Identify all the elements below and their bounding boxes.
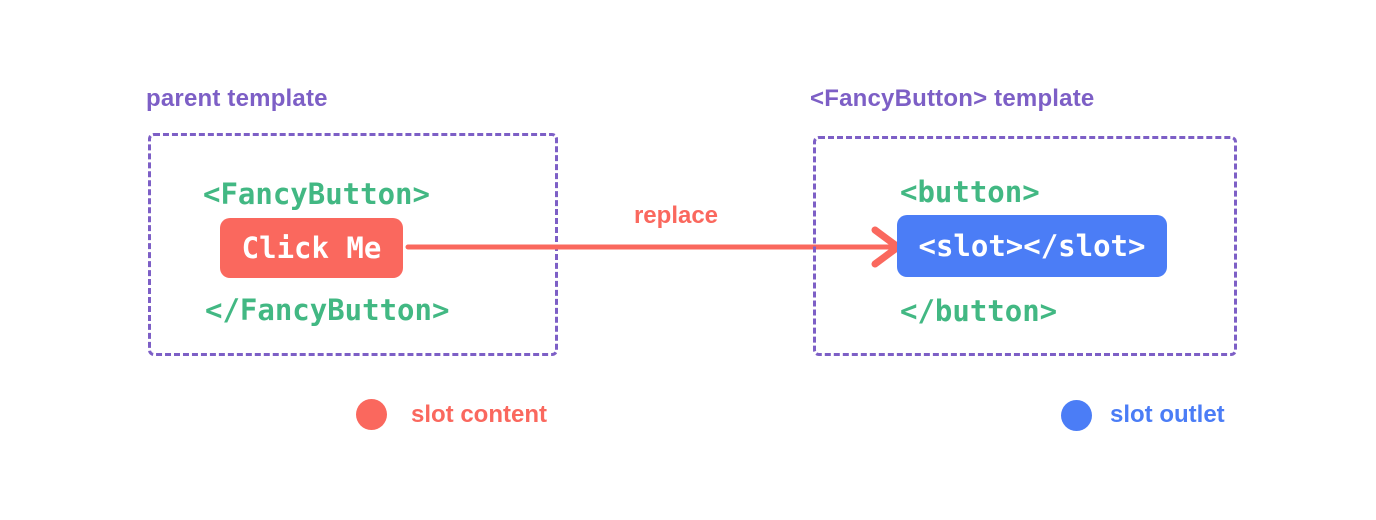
template-close-tag: </button> [900,294,1058,328]
slot-content-button-label: Click Me [241,231,382,265]
parent-open-tag: <FancyButton> [203,177,430,211]
slot-content-legend-dot [356,399,387,430]
replace-label: replace [633,202,719,229]
slot-content-button: Click Me [220,218,403,278]
fancy-button-template-title: <FancyButton> template [810,85,1095,112]
slot-outlet-button-label: <slot></slot> [918,229,1146,263]
slot-outlet-legend-dot [1061,400,1092,431]
parent-template-title: parent template [146,85,328,112]
parent-close-tag: </FancyButton> [205,293,450,327]
slot-content-legend-label: slot content [411,401,547,428]
slot-outlet-legend-label: slot outlet [1110,401,1225,428]
slot-outlet-button: <slot></slot> [897,215,1167,277]
template-open-tag: <button> [900,175,1040,209]
fancy-button-template-box [813,136,1237,356]
